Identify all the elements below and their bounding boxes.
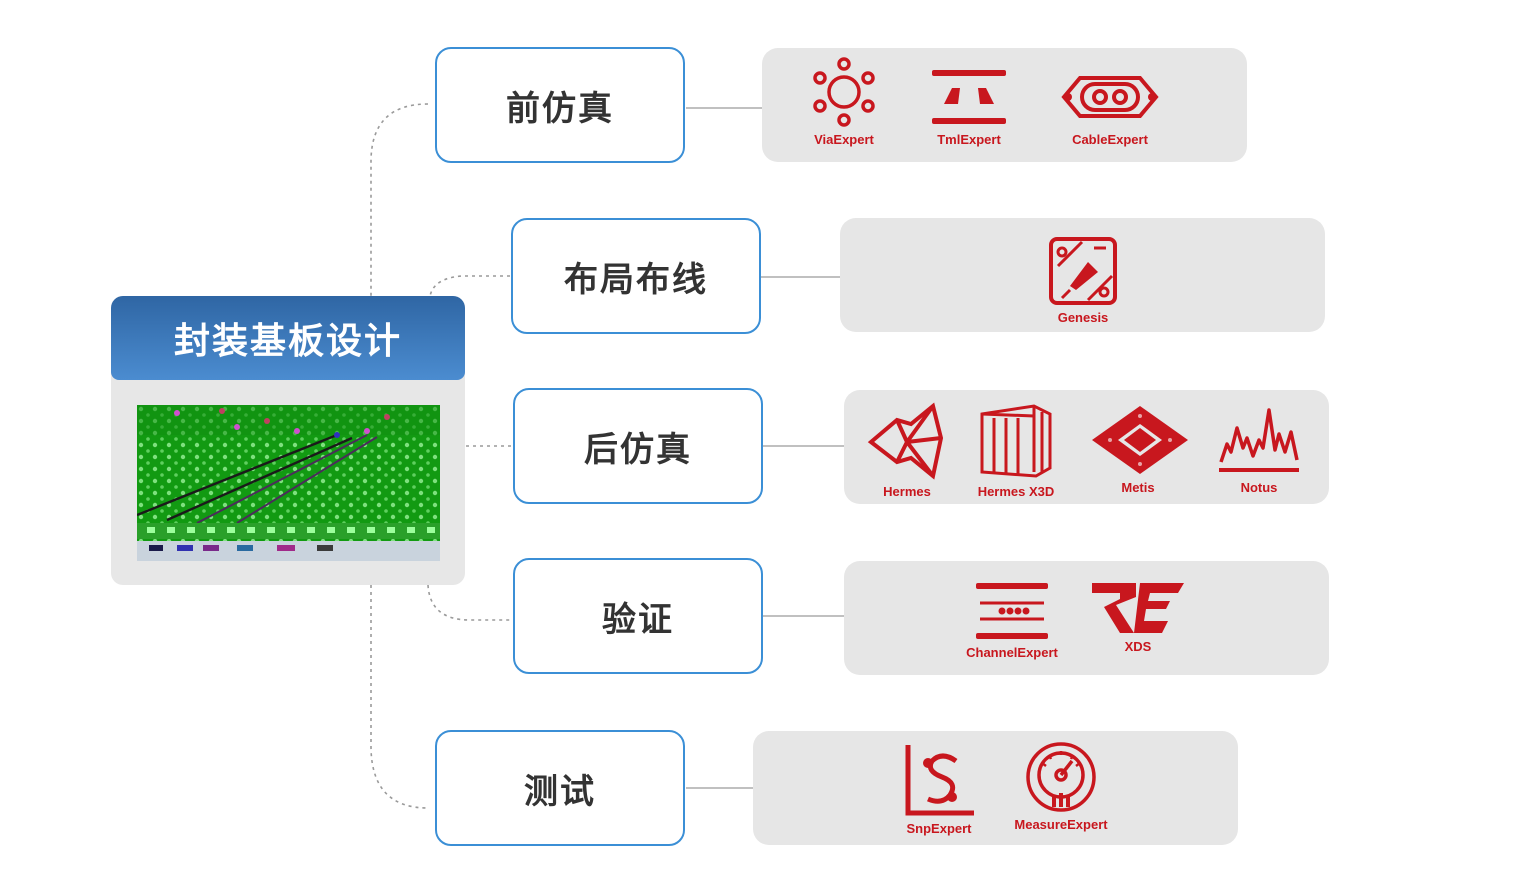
pcb-image [137,405,440,561]
notus-waveform-icon [1219,408,1299,472]
tool-label: SnpExpert [906,821,972,836]
tool-snpexpert[interactable]: SnpExpert [897,743,981,836]
tool-genesis[interactable]: Genesis [1038,236,1128,325]
xds-logo-icon [1092,583,1184,633]
panel-post-simulation: Hermes Hermes X3D Metis [844,390,1329,504]
panel-testing: SnpExpert MeasureExpert [753,731,1238,845]
transmission-line-icon [932,70,1006,124]
panel-pre-simulation: ViaExpert TmlExpert CableExpert [762,48,1247,162]
tool-label: XDS [1124,639,1152,654]
tool-tmlexpert[interactable]: TmlExpert [924,66,1014,147]
tool-label: Notus [1240,480,1278,495]
tool-metis[interactable]: Metis [1090,404,1188,495]
tool-cableexpert[interactable]: CableExpert [1058,66,1162,147]
tool-label: Hermes X3D [977,484,1055,499]
tool-label: CableExpert [1072,132,1148,147]
panel-layout-routing: Genesis [840,218,1325,332]
tool-hermes-x3d[interactable]: Hermes X3D [968,402,1064,499]
category-layout-routing[interactable]: 布局布线 [511,218,761,334]
snp-icon [905,745,974,816]
tool-label: Hermes [883,484,931,499]
tool-label: Genesis [1057,310,1109,325]
tool-viaexpert[interactable]: ViaExpert [802,56,886,147]
category-verification[interactable]: 验证 [513,558,763,674]
tool-measureexpert[interactable]: MeasureExpert [1009,741,1113,832]
hermes-x3d-icon [980,404,1052,478]
metis-diamond-icon [1092,406,1188,474]
panel-verification: ChannelExpert XDS [844,561,1329,675]
pen-routing-icon [1049,237,1117,305]
channel-icon [976,583,1048,639]
tool-label: ViaExpert [814,132,874,147]
tool-hermes[interactable]: Hermes [862,402,952,499]
tool-label: TmlExpert [937,132,1001,147]
tool-channelexpert[interactable]: ChannelExpert [962,581,1062,660]
root-card: 封装基板设计 [111,296,465,585]
tool-label: ChannelExpert [966,645,1058,660]
gauge-icon [1026,742,1096,812]
root-title: 封装基板设计 [111,296,465,380]
tool-xds[interactable]: XDS [1088,581,1188,654]
cable-icon [1061,76,1159,118]
tool-label: MeasureExpert [1014,817,1108,832]
category-pre-simulation[interactable]: 前仿真 [435,47,685,163]
via-icon [813,57,875,127]
hermes-icon [867,402,944,480]
tool-label: Metis [1121,480,1155,495]
category-post-simulation[interactable]: 后仿真 [513,388,763,504]
category-testing[interactable]: 测试 [435,730,685,846]
tool-notus[interactable]: Notus [1214,404,1304,495]
